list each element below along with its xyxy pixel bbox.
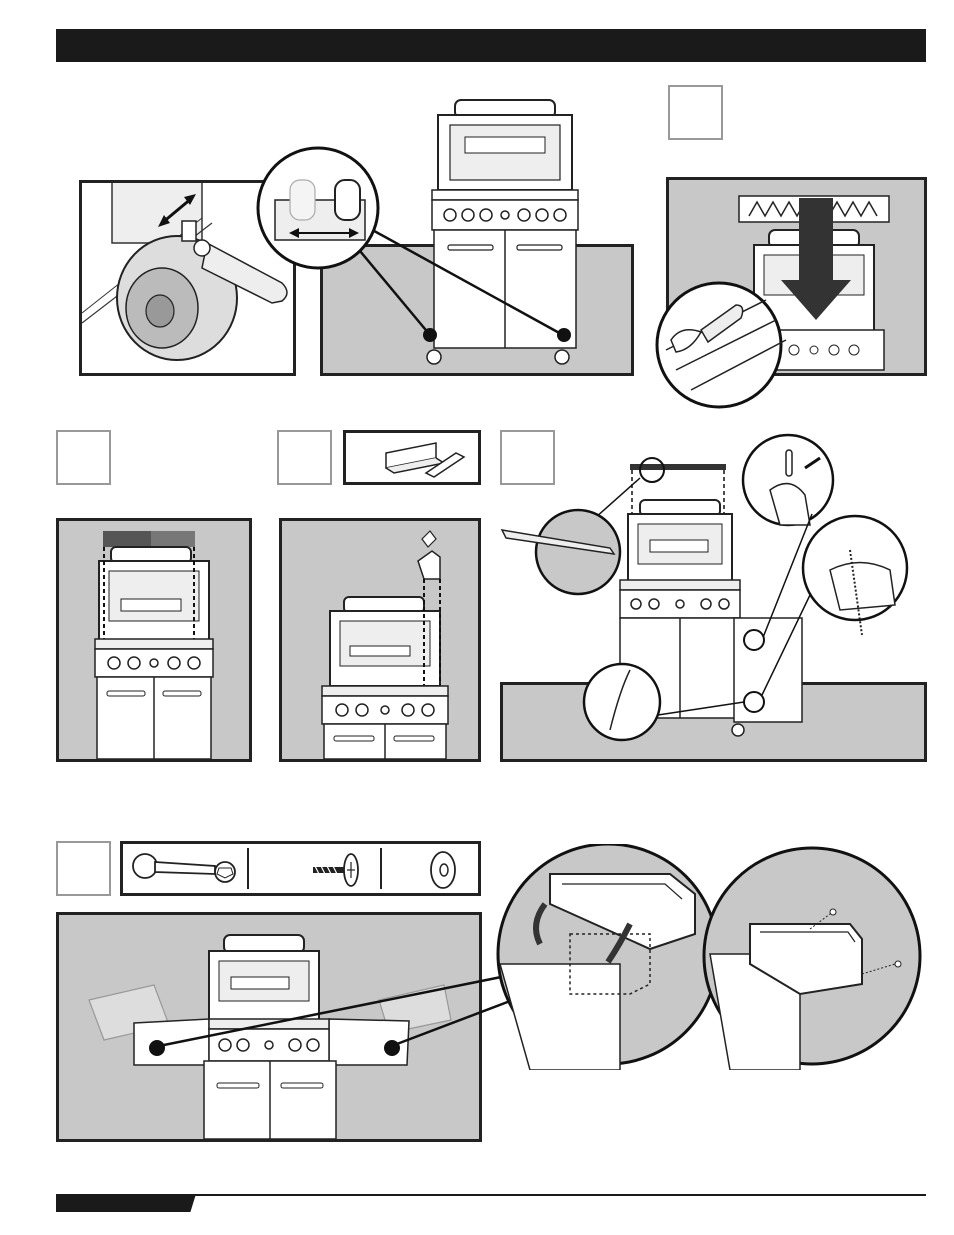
header-bar <box>56 29 926 62</box>
side-burner-lid-icon <box>150 844 926 1070</box>
cooking-grates-icon <box>59 521 249 759</box>
cooking-grates-figure <box>56 518 252 762</box>
step-number-box <box>668 85 723 140</box>
flavorizer-closeup-callout <box>646 280 792 410</box>
grease-tray-install-icon <box>282 521 478 759</box>
footer-tab <box>56 1194 196 1212</box>
step-number-box <box>56 841 111 896</box>
caster-lock-callout <box>255 145 575 345</box>
grease-tray-icon <box>346 433 478 482</box>
step-number-box <box>277 430 332 485</box>
warming-rack-igniter-icon <box>500 430 927 762</box>
grease-tray-figure <box>279 518 481 762</box>
grease-tray-parts-box <box>343 430 481 485</box>
step-number-box <box>56 430 111 485</box>
